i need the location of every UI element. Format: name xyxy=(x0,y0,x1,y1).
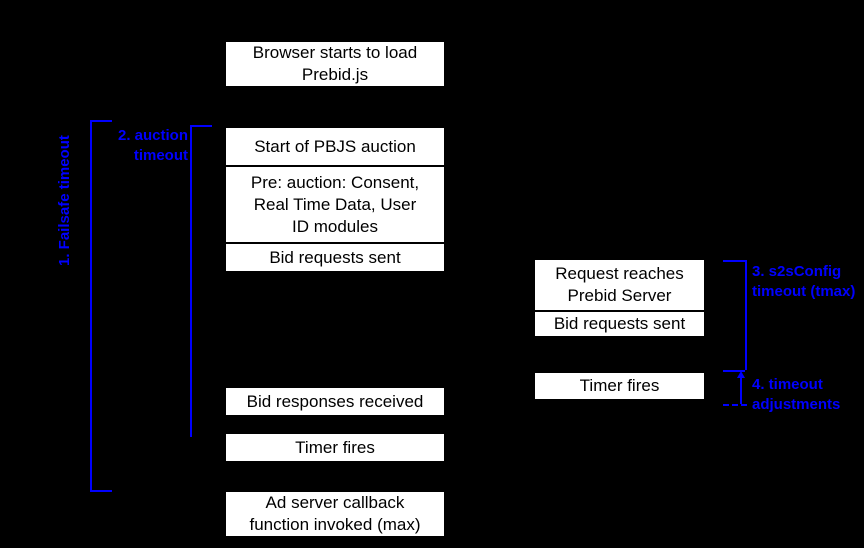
box-auction-start: Start of PBJS auction xyxy=(225,127,445,166)
box-browser-load-label: Browser starts to load Prebid.js xyxy=(252,43,418,84)
box-timer-fires-label: Timer fires xyxy=(295,437,375,457)
box-bid-responses-received-label: Bid responses received xyxy=(246,391,424,411)
box-server-timer-fires-label: Timer fires xyxy=(579,376,660,395)
failsafe-bracket-top-tick xyxy=(90,120,112,122)
box-ad-server-callback-label: Ad server callback function invoked (max… xyxy=(249,493,421,534)
box-bid-responses-received: Bid responses received xyxy=(225,387,445,416)
box-server-timer-fires: Timer fires xyxy=(534,372,705,400)
s2sconfig-bracket-top-tick xyxy=(723,260,745,262)
box-pre-auction-modules: Pre: auction: Consent, Real Time Data, U… xyxy=(225,166,445,243)
s2sconfig-bracket-bottom-tick xyxy=(723,370,745,372)
annotation-s2sconfig-timeout: 3. s2sConfig timeout (tmax) xyxy=(752,263,856,300)
s2sconfig-bracket-vertical xyxy=(745,260,747,370)
failsafe-bracket-bottom-tick xyxy=(90,490,112,492)
box-timer-fires: Timer fires xyxy=(225,433,445,462)
box-auction-start-label: Start of PBJS auction xyxy=(254,136,416,156)
box-server-bid-requests-sent-label: Bid requests sent xyxy=(553,314,686,333)
failsafe-bracket-vertical xyxy=(90,120,92,490)
annotation-timeout-adjustments: 4. timeout adjustments xyxy=(752,376,841,413)
auction-timeout-bracket-vertical xyxy=(190,125,192,437)
timeout-adjustments-dashed-baseline xyxy=(723,404,747,406)
timeout-adjustments-arrow-head xyxy=(737,371,745,378)
box-request-reaches-server-label: Request reaches Prebid Server xyxy=(555,264,684,305)
box-ad-server-callback: Ad server callback function invoked (max… xyxy=(225,491,445,537)
annotation-failsafe-timeout: 1. Failsafe timeout xyxy=(56,135,73,266)
annotation-auction-timeout: 2. auction timeout xyxy=(117,127,188,164)
auction-timeout-bracket-top-tick xyxy=(190,125,212,127)
box-browser-load: Browser starts to load Prebid.js xyxy=(225,41,445,87)
box-bid-requests-sent: Bid requests sent xyxy=(225,243,445,272)
timeout-adjustments-arrow-shaft xyxy=(740,377,742,404)
box-request-reaches-server: Request reaches Prebid Server xyxy=(534,259,705,311)
box-bid-requests-sent-label: Bid requests sent xyxy=(269,247,401,267)
box-server-bid-requests-sent: Bid requests sent xyxy=(534,311,705,337)
box-pre-auction-modules-label: Pre: auction: Consent, Real Time Data, U… xyxy=(250,172,420,236)
